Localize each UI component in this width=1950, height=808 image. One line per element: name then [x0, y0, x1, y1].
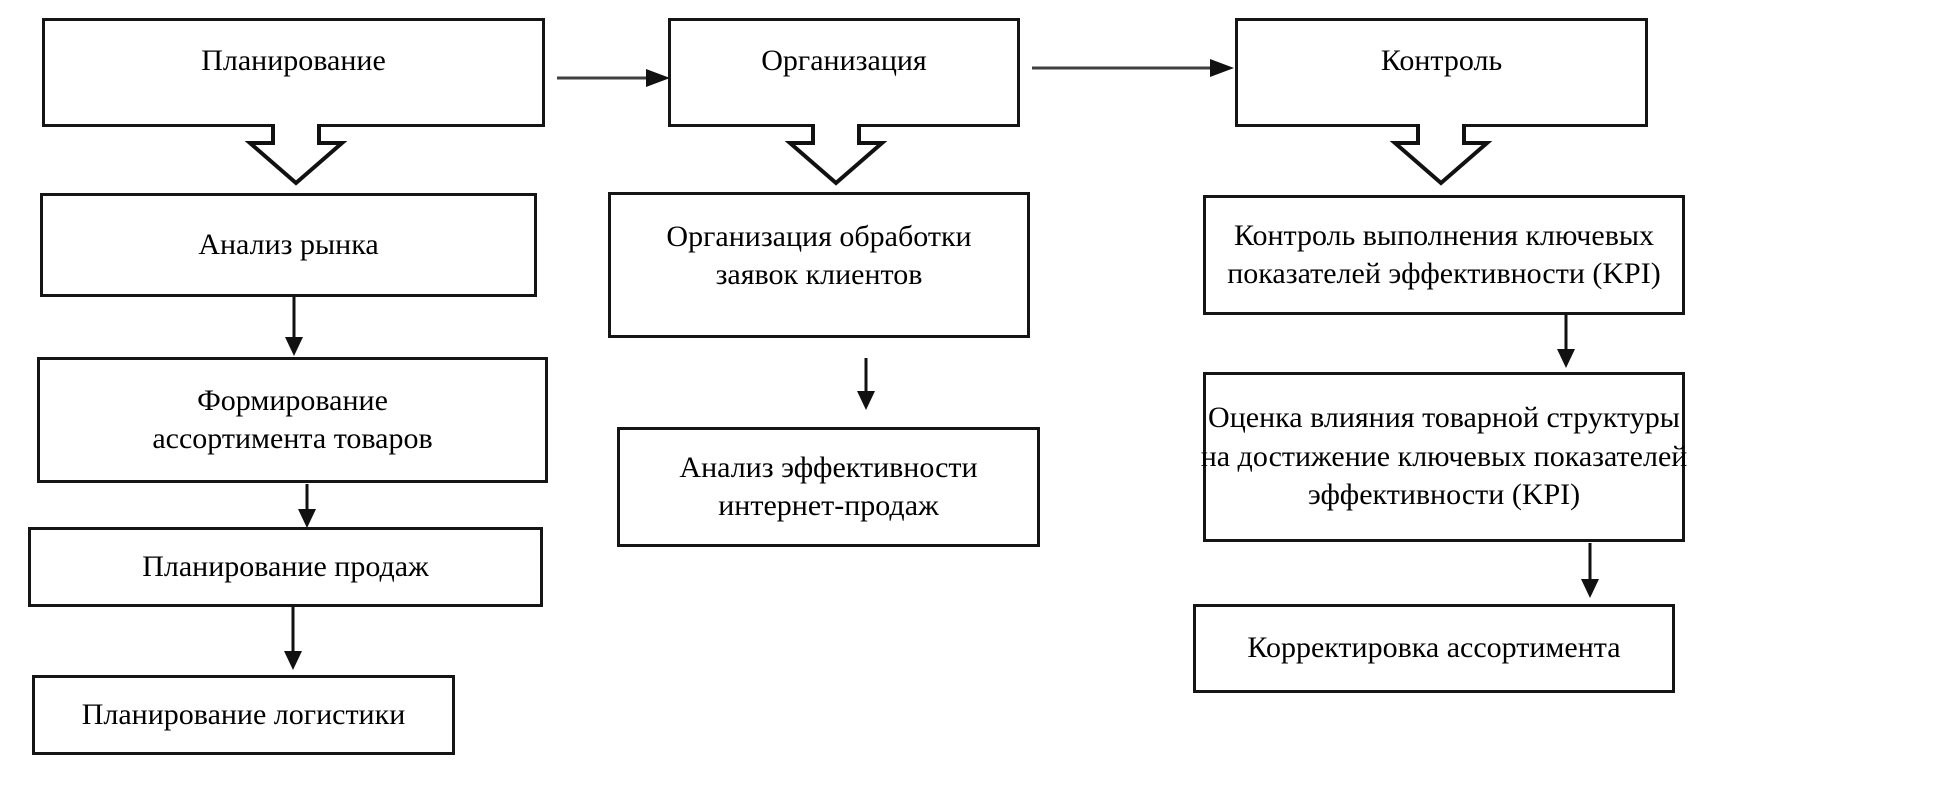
node-logistics-planning: Планирование логистики [32, 675, 455, 755]
arrow-sales-to-logistics-icon [284, 607, 302, 670]
node-kpi-monitoring: Контроль выполнения ключевых показателей… [1203, 195, 1685, 315]
arrow-planning-to-organization-icon [557, 69, 670, 87]
node-label: Организация [761, 44, 927, 78]
node-planning-header: Планирование [42, 18, 545, 127]
arrow-organization-to-control-icon [1032, 59, 1234, 77]
node-structure-impact-assessment: Оценка влияния товарной структуры на дос… [1200, 372, 1688, 542]
node-label: Формирование ассортимента товаров [152, 383, 433, 455]
node-sales-planning: Планирование продаж [28, 527, 543, 607]
block-down-arrow-control-icon [1389, 124, 1493, 186]
node-label: Корректировка ассортимента [1247, 631, 1621, 665]
arrow-assortment-to-sales-icon [298, 484, 316, 528]
node-label: Оценка влияния товарной структуры на дос… [1200, 401, 1688, 512]
node-internet-sales-analysis: Анализ эффективности интернет-продаж [617, 427, 1040, 547]
node-client-orders-processing: Организация обработки заявок клиентов [608, 192, 1030, 338]
node-label: Анализ эффективности интернет-продаж [679, 450, 978, 522]
node-label: Анализ рынка [198, 227, 379, 261]
node-organization-header: Организация [668, 18, 1020, 127]
arrow-kpi-to-assessment-icon [1557, 315, 1575, 368]
node-market-analysis: Анализ рынка [40, 193, 537, 297]
node-control-header: Контроль [1235, 18, 1648, 127]
block-down-arrow-organization-icon [784, 124, 888, 186]
block-down-arrow-planning-icon [244, 124, 348, 186]
arrow-orders-to-analysis-icon [857, 358, 875, 410]
arrow-assessment-to-correction-icon [1581, 543, 1599, 598]
node-label: Контроль [1380, 44, 1503, 78]
node-assortment-correction: Корректировка ассортимента [1193, 604, 1675, 693]
arrow-market-to-assortment-icon [285, 297, 303, 356]
node-assortment-formation: Формирование ассортимента товаров [37, 357, 548, 483]
node-label: Организация обработки заявок клиентов [666, 219, 972, 291]
node-label: Планирование продаж [142, 549, 429, 583]
node-label: Контроль выполнения ключевых показателей… [1227, 218, 1661, 290]
node-label: Планирование [201, 44, 386, 78]
node-label: Планирование логистики [81, 697, 406, 731]
